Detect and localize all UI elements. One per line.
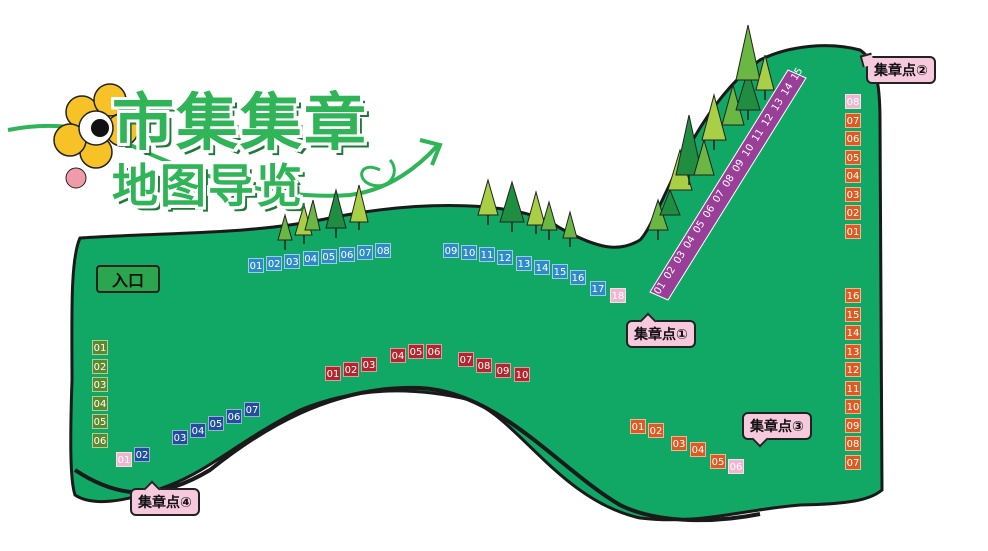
stall-right-lower-10[interactable]: 10 (845, 399, 861, 414)
stall-top-mid-hill-10[interactable]: 10 (461, 245, 477, 260)
slope-stall-strip (649, 69, 807, 301)
map-subtitle: 地图导览 (112, 159, 304, 213)
stall-center-red-05[interactable]: 05 (408, 344, 424, 359)
stall-top-left-hill-07[interactable]: 07 (357, 244, 374, 260)
stall-top-left-hill-01[interactable]: 01 (248, 258, 264, 273)
stall-right-upper-05[interactable]: 05 (845, 149, 861, 165)
stall-top-mid-hill-18[interactable]: 18 (610, 288, 626, 303)
map-road-curve (73, 385, 761, 523)
stall-center-red-03[interactable]: 03 (361, 357, 377, 372)
stall-top-mid-hill-11[interactable]: 11 (479, 247, 495, 262)
stall-center-red-01[interactable]: 01 (325, 366, 341, 381)
stall-center-red-02[interactable]: 02 (343, 362, 359, 377)
stall-top-left-hill-02[interactable]: 02 (266, 255, 283, 271)
stall-center-red-08[interactable]: 08 (476, 358, 492, 373)
stall-left-column-03[interactable]: 03 (92, 377, 108, 392)
arrow-head-decoration (419, 138, 443, 166)
stall-left-bottom-02[interactable]: 02 (134, 447, 150, 462)
stall-center-red-07[interactable]: 07 (458, 352, 474, 367)
map-title: 市集集章 (112, 86, 369, 159)
entrance-label[interactable]: 入口 (96, 265, 160, 293)
stall-bottom-orange-06[interactable]: 06 (728, 459, 744, 474)
stall-top-mid-hill-09[interactable]: 09 (443, 243, 459, 258)
stall-right-lower-09[interactable]: 09 (845, 417, 861, 433)
stall-right-lower-12[interactable]: 12 (845, 362, 861, 377)
stamp-point-3[interactable]: 集章点③ (742, 412, 812, 440)
tree-trunks (284, 90, 766, 250)
stall-right-upper-02[interactable]: 02 (845, 205, 861, 220)
stamp-point-2[interactable]: 集章点② (866, 56, 936, 84)
stall-right-lower-08[interactable]: 08 (845, 436, 861, 451)
stamp-point-4[interactable]: 集章点④ (130, 488, 200, 516)
stall-center-red-09[interactable]: 09 (495, 363, 511, 378)
stall-top-left-hill-08[interactable]: 08 (375, 242, 392, 258)
stall-top-mid-hill-17[interactable]: 17 (590, 281, 606, 296)
stall-right-upper-08[interactable]: 08 (845, 94, 861, 109)
stall-top-left-hill-04[interactable]: 04 (302, 251, 319, 267)
stall-right-lower-07[interactable]: 07 (845, 454, 861, 470)
stall-top-mid-hill-12[interactable]: 12 (497, 250, 513, 265)
stall-right-upper-04[interactable]: 04 (845, 168, 861, 183)
stall-left-column-02[interactable]: 02 (92, 358, 108, 374)
stall-bottom-orange-05[interactable]: 05 (710, 454, 726, 469)
trees-hill-right (647, 24, 775, 231)
stall-bottom-orange-01[interactable]: 01 (630, 419, 646, 434)
stall-left-bottom-05[interactable]: 05 (208, 416, 224, 431)
stall-right-lower-16[interactable]: 16 (845, 288, 861, 303)
stall-bottom-orange-04[interactable]: 04 (690, 442, 706, 457)
stall-left-bottom-06[interactable]: 06 (226, 409, 242, 424)
swirl-decoration (360, 158, 396, 188)
stall-right-lower-13[interactable]: 13 (845, 343, 861, 359)
stall-left-column-01[interactable]: 01 (92, 340, 108, 355)
stall-top-left-hill-05[interactable]: 05 (320, 249, 337, 265)
stall-left-bottom-04[interactable]: 04 (190, 423, 206, 438)
stall-center-red-06[interactable]: 06 (426, 344, 442, 359)
trees-hill-mid (477, 178, 578, 239)
stall-right-lower-15[interactable]: 15 (845, 306, 861, 322)
stall-right-upper-01[interactable]: 01 (845, 223, 861, 239)
stall-top-mid-hill-16[interactable]: 16 (570, 270, 586, 285)
stall-bottom-orange-03[interactable]: 03 (671, 436, 687, 451)
stall-left-bottom-07[interactable]: 07 (244, 402, 260, 417)
stall-right-lower-11[interactable]: 11 (845, 380, 861, 396)
stall-left-bottom-03[interactable]: 03 (172, 430, 188, 445)
stall-left-column-06[interactable]: 06 (92, 432, 108, 448)
map-land-shape (69, 44, 884, 522)
flower-icon (53, 83, 139, 189)
stall-left-column-05[interactable]: 05 (92, 414, 108, 429)
stall-center-red-10[interactable]: 10 (514, 367, 530, 382)
stall-center-red-04[interactable]: 04 (390, 348, 406, 363)
stall-right-lower-14[interactable]: 14 (845, 325, 861, 340)
stall-right-upper-03[interactable]: 03 (845, 186, 861, 202)
stall-top-mid-hill-15[interactable]: 15 (552, 264, 568, 279)
stall-top-mid-hill-14[interactable]: 14 (534, 260, 550, 275)
stall-top-left-hill-06[interactable]: 06 (339, 247, 355, 262)
stall-top-mid-hill-13[interactable]: 13 (516, 256, 532, 271)
stall-bottom-orange-02[interactable]: 02 (648, 423, 664, 438)
stamp-point-1[interactable]: 集章点① (626, 320, 696, 348)
stall-right-upper-06[interactable]: 06 (845, 131, 861, 146)
stall-left-bottom-01[interactable]: 01 (116, 452, 132, 467)
stall-top-left-hill-03[interactable]: 03 (284, 253, 301, 269)
stall-left-column-04[interactable]: 04 (92, 395, 108, 411)
stall-right-upper-07[interactable]: 07 (845, 112, 861, 128)
